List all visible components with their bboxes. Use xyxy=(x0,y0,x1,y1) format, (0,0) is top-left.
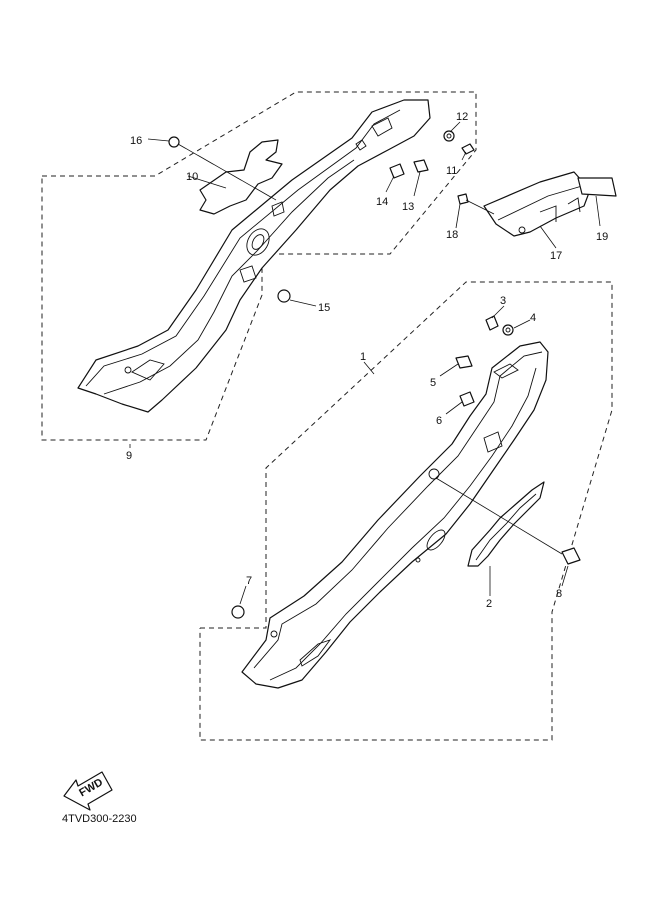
fwd-arrow-icon: FWD xyxy=(63,771,113,811)
callout-3: 3 xyxy=(500,295,506,307)
grommet-part-7-icon xyxy=(231,605,245,619)
clip-part-13-icon xyxy=(413,159,429,173)
callout-4: 4 xyxy=(530,312,536,324)
bracket-part-10 xyxy=(199,139,283,215)
callout-18: 18 xyxy=(446,229,458,241)
diagram-code: 4TVD300-2230 xyxy=(62,813,137,825)
screw-part-11-icon xyxy=(461,143,475,155)
grommet-part-6-icon xyxy=(459,391,475,407)
callout-11: 11 xyxy=(446,165,457,177)
screw-part-18-icon xyxy=(457,193,469,205)
bolt-part-8-icon xyxy=(561,547,581,565)
assembly-outline-1 xyxy=(199,281,613,741)
callout-14: 14 xyxy=(376,196,388,208)
callout-5: 5 xyxy=(430,377,436,389)
callout-15: 15 xyxy=(318,302,330,314)
clip-part-5-icon xyxy=(455,355,473,369)
callout-9: 9 xyxy=(126,450,132,462)
grommet-part-15-icon xyxy=(277,289,291,303)
callout-17: 17 xyxy=(550,250,562,262)
callout-10: 10 xyxy=(186,171,198,183)
assembly-outline-9 xyxy=(41,91,477,441)
side-cover-upper xyxy=(77,99,431,413)
reflector-part-19 xyxy=(577,177,617,197)
callout-12: 12 xyxy=(456,111,468,123)
callout-16: 16 xyxy=(130,135,142,147)
callout-1: 1 xyxy=(360,351,366,363)
callout-6: 6 xyxy=(436,415,442,427)
bolt-part-16-icon xyxy=(168,136,180,148)
nut-part-12-icon xyxy=(443,130,455,142)
callout-2: 2 xyxy=(486,598,492,610)
callout-8: 8 xyxy=(556,588,562,600)
side-cover-lower xyxy=(241,341,549,689)
callout-7: 7 xyxy=(246,575,252,587)
callout-19: 19 xyxy=(596,231,608,243)
washer-part-4-icon xyxy=(502,324,514,336)
screw-part-3-icon xyxy=(485,315,499,331)
grommet-part-14-icon xyxy=(389,163,405,179)
callout-13: 13 xyxy=(402,201,414,213)
tail-cover-part-17 xyxy=(483,171,591,237)
